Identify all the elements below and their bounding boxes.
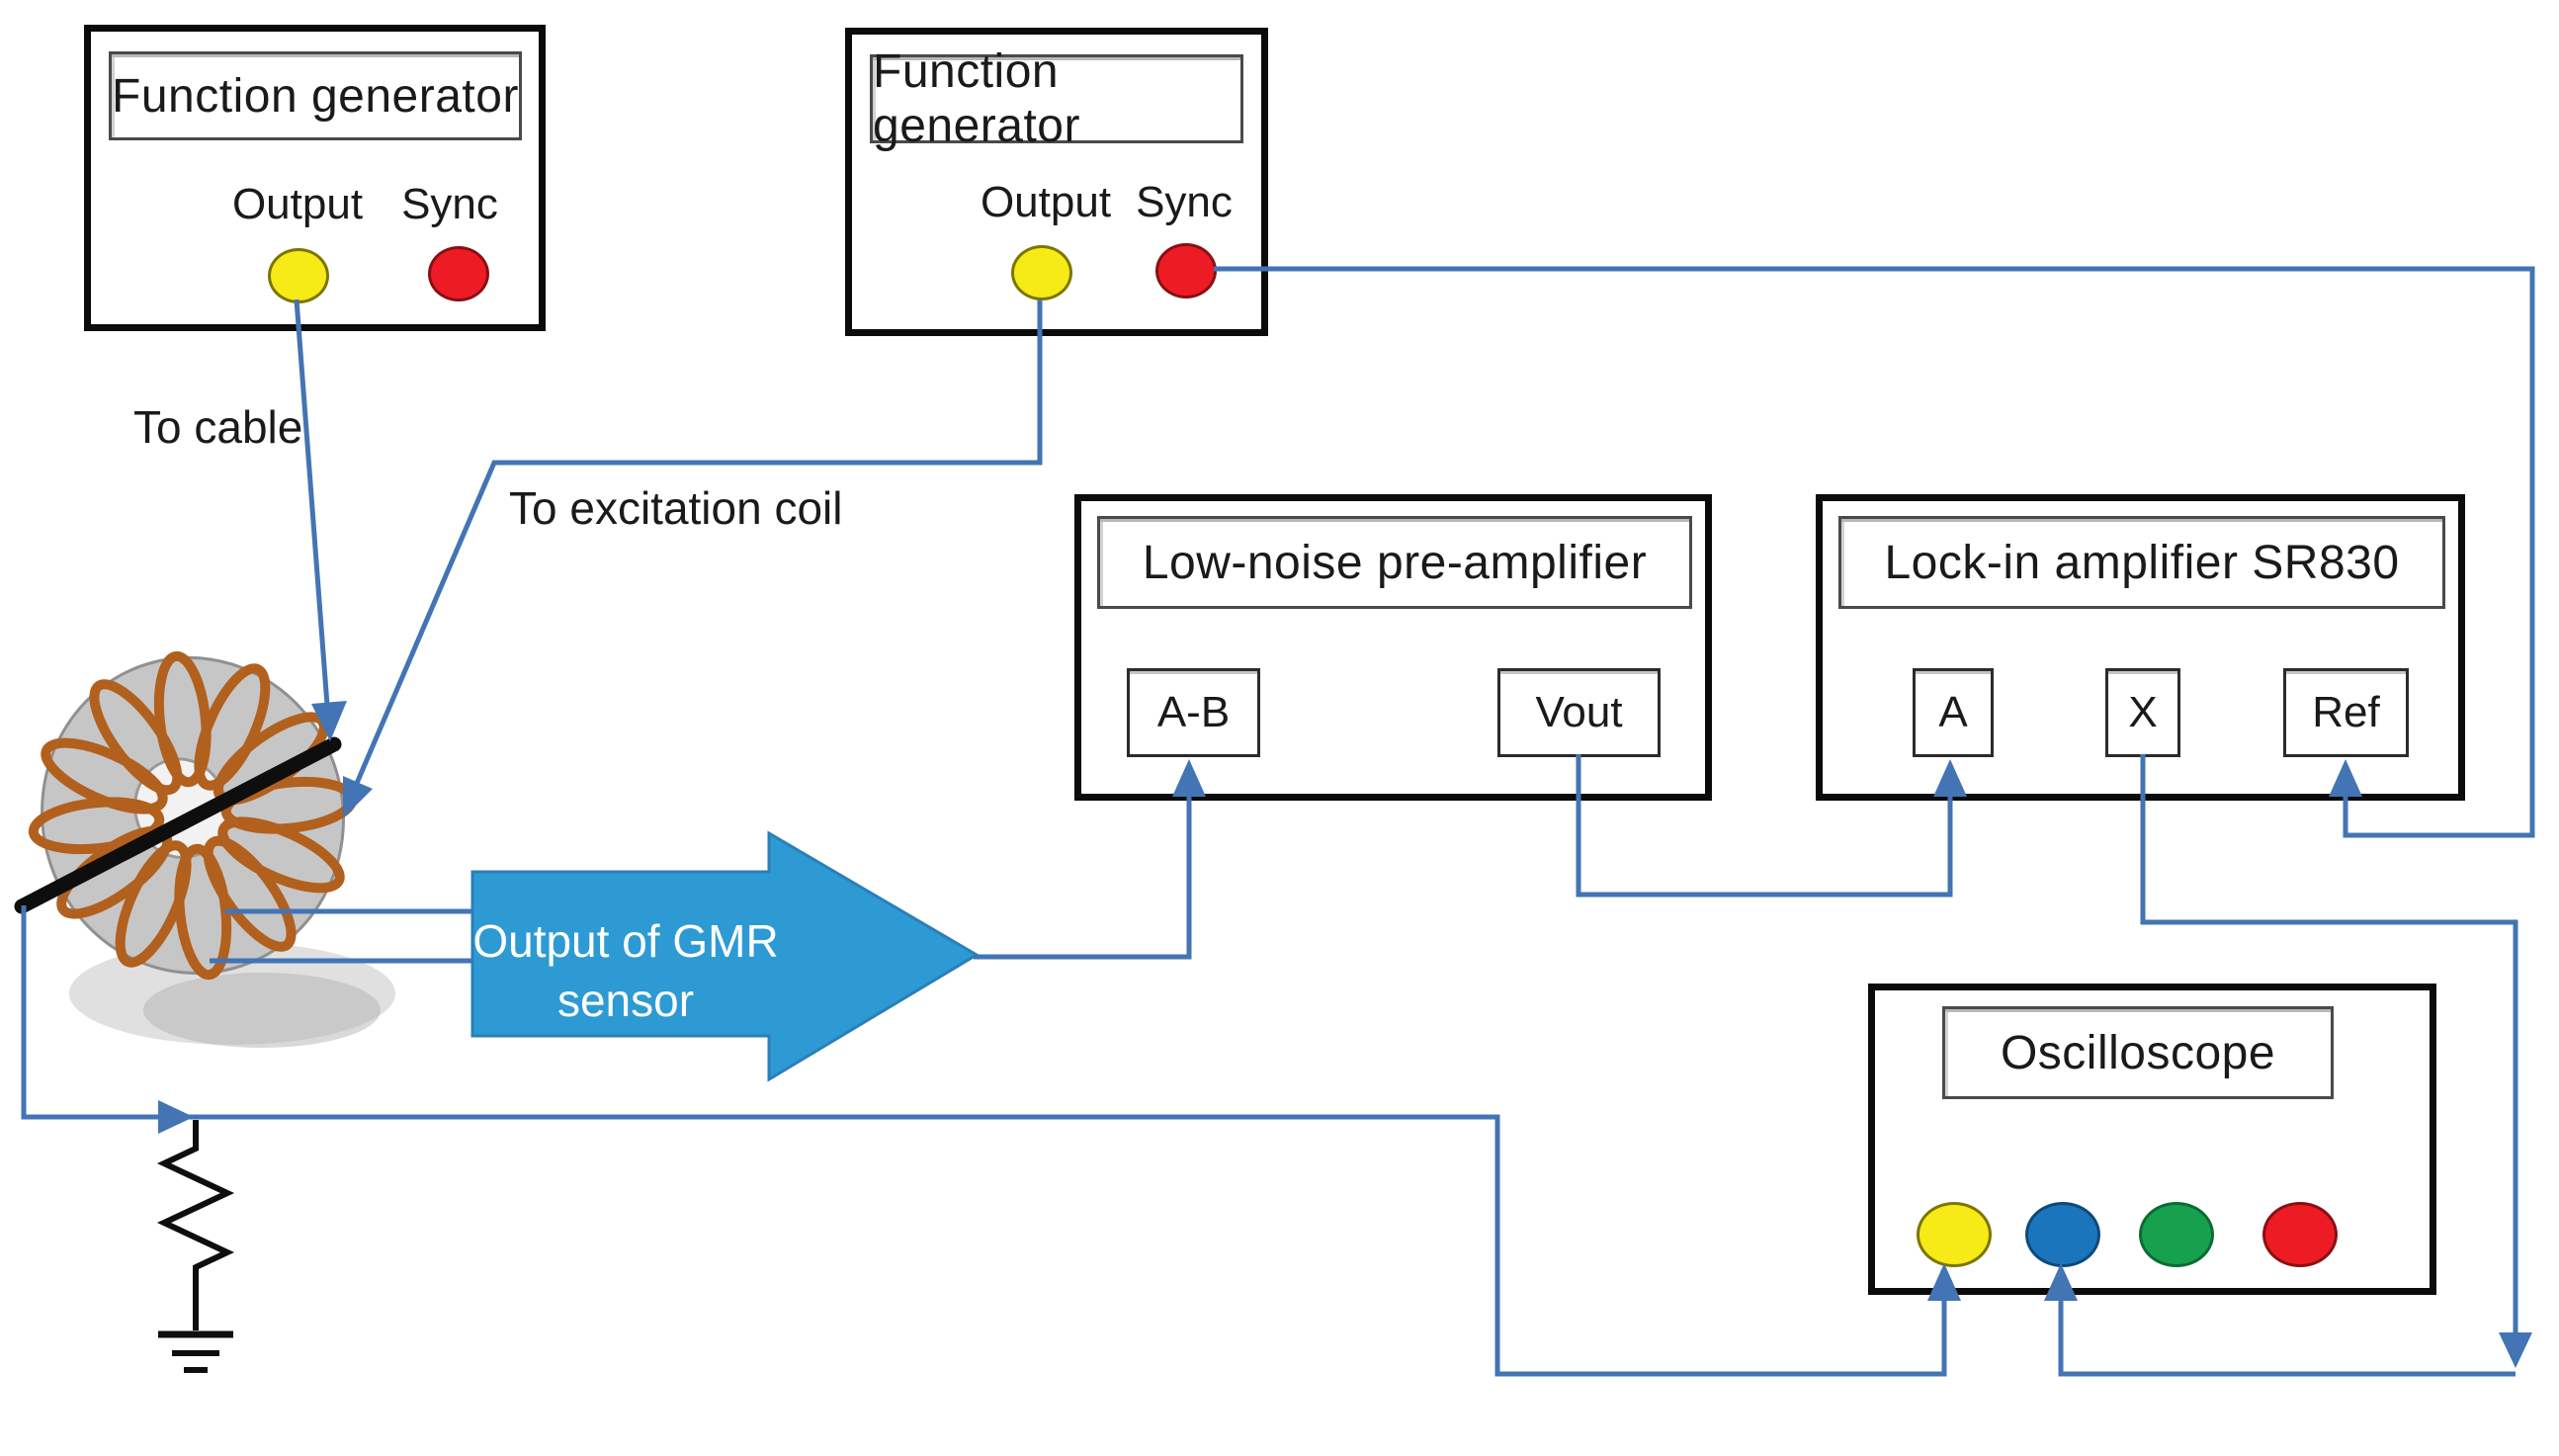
fg2-sync-port-dot [1155, 243, 1217, 299]
fg2-output-label: Output [980, 178, 1112, 226]
lockin-port-ref: Ref [2283, 668, 2409, 757]
to-cable-label: To cable [133, 401, 303, 453]
fg1-sync-port-dot [428, 246, 489, 301]
fg1-output-label: Output [231, 180, 364, 228]
to-excitation-coil-label: To excitation coil [509, 482, 843, 534]
scope-ch2-blue-port-dot [2025, 1202, 2100, 1267]
cable-rod [14, 736, 342, 914]
lockin-title: Lock-in amplifier SR830 [1838, 516, 2445, 609]
function-generator-1-title: Function generator [109, 51, 522, 140]
preamp-port-vout: Vout [1497, 668, 1661, 757]
preamp-title: Low-noise pre-amplifier [1097, 516, 1692, 609]
scope-ch4-red-port-dot [2262, 1202, 2338, 1267]
lockin-port-x: X [2105, 668, 2180, 757]
fg2-output-port-dot [1011, 245, 1072, 300]
scope-ch1-yellow-port-dot [1917, 1202, 1992, 1267]
fg2-sync-label: Sync [1136, 178, 1233, 226]
scope-ch3-green-port-dot [2139, 1202, 2214, 1267]
preamp-port-ab: A-B [1127, 668, 1260, 757]
fg1-output-port-dot [268, 248, 329, 303]
lockin-port-a: A [1913, 668, 1994, 757]
oscilloscope-title: Oscilloscope [1942, 1006, 2334, 1099]
function-generator-2-title: Function generator [870, 45, 1243, 152]
fg1-sync-label: Sync [401, 180, 498, 228]
